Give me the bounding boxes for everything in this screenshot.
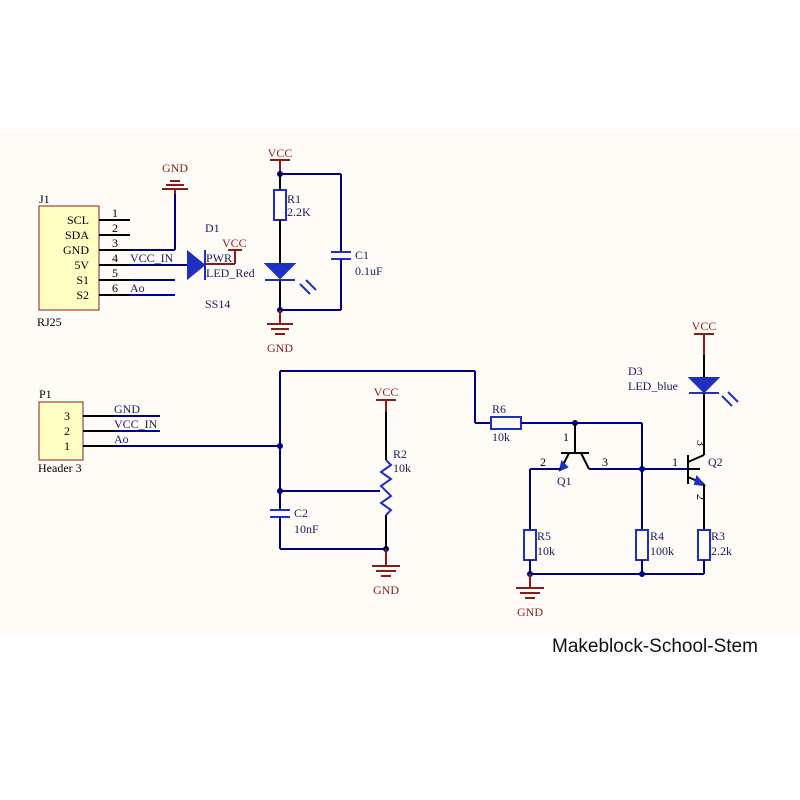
d1-diode: D1 PWR LED_Red SS14 VCC <box>187 221 255 311</box>
net-label: Ao <box>114 432 129 446</box>
r2-value: 10k <box>393 461 411 475</box>
sensor-network: C2 10nF VCC R2 10k GND <box>270 370 476 597</box>
j1-pin-num: 6 <box>112 281 118 295</box>
j1-pin-name: GND <box>63 243 89 257</box>
vcc-label: VCC <box>692 319 717 333</box>
d1-part: SS14 <box>205 297 230 311</box>
r4-ref: R4 <box>650 529 664 543</box>
j1-pin-name: 5V <box>74 258 89 272</box>
p1-pin-num: 3 <box>64 409 70 423</box>
r6-value: 10k <box>492 430 510 444</box>
p1-body <box>38 401 84 461</box>
d1-vcc-label: VCC <box>222 236 247 250</box>
vcc-label: VCC <box>374 385 399 399</box>
q1-pin-label: 3 <box>602 455 608 469</box>
net-label-vcc-in: VCC_IN <box>130 251 174 265</box>
q2-pin-label: 3 <box>694 440 708 446</box>
gnd-symbol: GND <box>162 161 188 194</box>
p1-ref: P1 <box>39 387 52 401</box>
c1-value: 0.1uF <box>355 264 383 278</box>
j1-pin-name: S1 <box>76 273 89 287</box>
q2-ref: Q2 <box>708 455 723 469</box>
c2-ref: C2 <box>294 506 308 520</box>
j1-pin-name: SCL <box>67 213 89 227</box>
d1-pwr-label: PWR <box>206 251 232 265</box>
d3-color: LED_blue <box>628 379 678 393</box>
r2-ref: R2 <box>393 447 407 461</box>
j1-type: RJ25 <box>37 315 62 329</box>
p1-pin-num: 2 <box>64 424 70 438</box>
j1-pin-num: 4 <box>112 251 118 265</box>
j1-connector: J1 RJ25 SCL SDA GND 5V S1 S2 1 2 3 4 5 6… <box>37 192 188 329</box>
led-driver-stage: VCC D3 LED_blue 3 1 Q2 2 R3 2.2k <box>628 319 739 574</box>
d3-ref: D3 <box>628 364 643 378</box>
gnd-label: GND <box>517 605 543 619</box>
transistor-stage: R6 10k 1 2 3 Q1 R5 10k R4 100k GND <box>475 402 704 619</box>
d1-color-label: LED_Red <box>206 266 255 280</box>
q1-pin-label: 1 <box>563 430 569 444</box>
gnd-label: GND <box>267 341 293 355</box>
r6-ref: R6 <box>492 402 506 416</box>
d1-ref: D1 <box>205 221 220 235</box>
c2-value: 10nF <box>294 522 319 536</box>
j1-pin-num: 2 <box>112 221 118 235</box>
q1-ref: Q1 <box>557 474 572 488</box>
j1-ref: J1 <box>39 192 50 206</box>
vcc-label: VCC <box>268 146 293 160</box>
r5-value: 10k <box>537 544 555 558</box>
r1-ref: R1 <box>287 192 301 206</box>
footer-caption: Makeblock-School-Stem <box>552 636 758 657</box>
p1-type: Header 3 <box>38 461 82 475</box>
net-label-ao: Ao <box>130 281 145 295</box>
j1-body <box>38 205 100 311</box>
svg-text:GND: GND <box>162 161 188 175</box>
p1-pin-num: 1 <box>64 439 70 453</box>
r4-value: 100k <box>650 544 674 558</box>
power-led-block: VCC R1 2.2K C1 0.1uF GND <box>263 146 383 355</box>
r5-ref: R5 <box>537 529 551 543</box>
q2-pin-label: 2 <box>694 494 708 500</box>
q2-pin-label: 1 <box>672 455 678 469</box>
r1-value: 2.2K <box>287 205 311 219</box>
r3-ref: R3 <box>711 529 725 543</box>
j1-pin-name: SDA <box>65 228 89 242</box>
net-label: VCC_IN <box>114 417 158 431</box>
j1-pin-name: S2 <box>76 288 89 302</box>
j1-pin-num: 5 <box>112 266 118 280</box>
j1-pin-num: 3 <box>112 236 118 250</box>
net-label: GND <box>114 402 140 416</box>
c1-ref: C1 <box>355 248 369 262</box>
j1-pin-num: 1 <box>112 206 118 220</box>
schematic-sheet <box>0 130 800 635</box>
p1-header: P1 Header 3 3 2 1 GND VCC_IN Ao <box>38 387 280 475</box>
r3-value: 2.2k <box>711 544 732 558</box>
gnd-label: GND <box>373 583 399 597</box>
q1-pin-label: 2 <box>540 455 546 469</box>
